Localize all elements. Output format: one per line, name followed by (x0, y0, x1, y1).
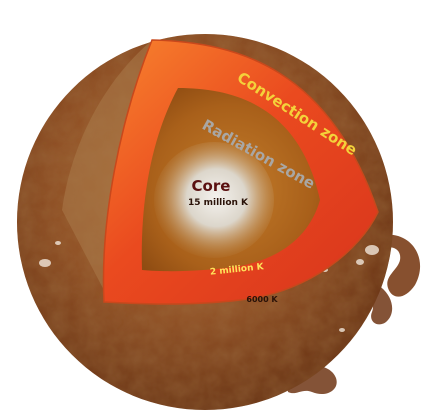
core-temperature-label: 15 million K (188, 198, 249, 208)
surface-temperature-label: 6000 K (246, 295, 278, 304)
core-label: Core (192, 177, 231, 195)
core (154, 142, 274, 258)
